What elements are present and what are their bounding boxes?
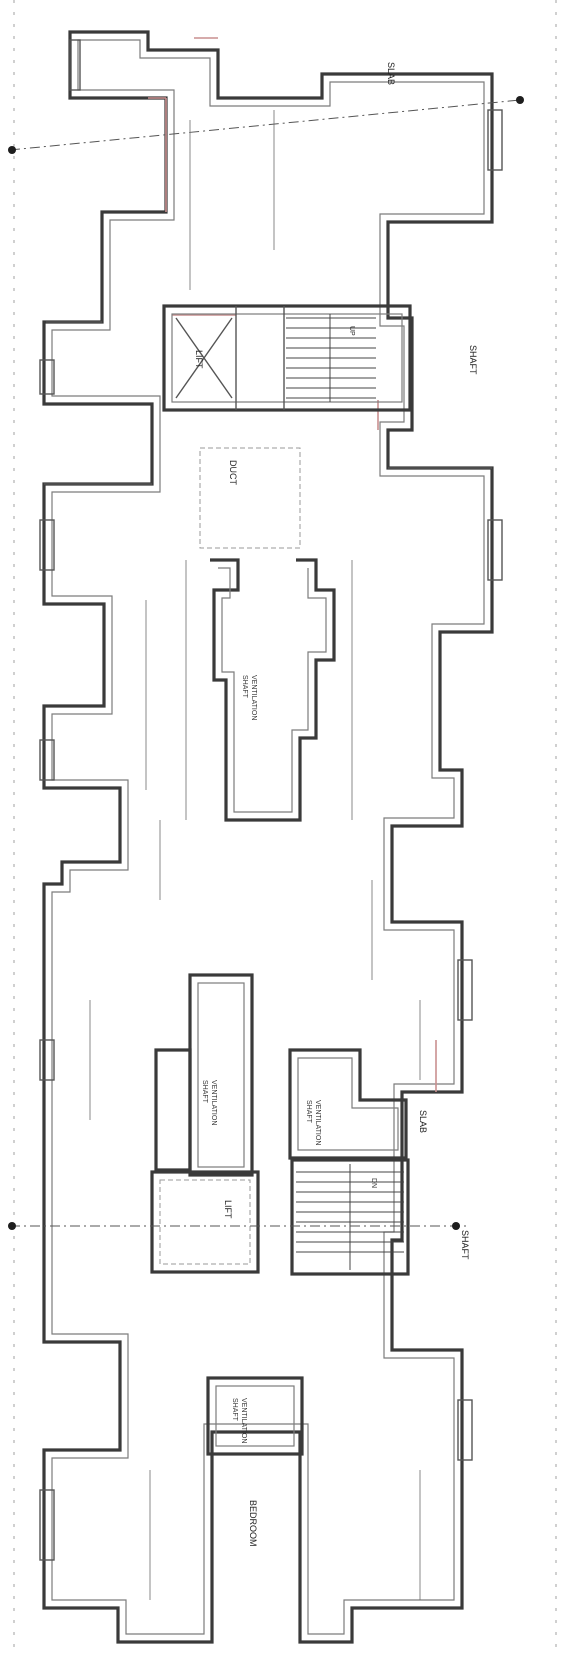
room-label-slab-1: SLAB — [386, 62, 396, 85]
room-label-shaft-2: SHAFT — [460, 1230, 470, 1260]
room-label-ventilation-shaft-2: VENTILATIONSHAFT — [201, 1080, 217, 1125]
window-marks — [39, 39, 503, 1561]
room-label-lift-1: LIFT — [194, 350, 204, 369]
room-labels: BEDROOM SLAB SLAB LIFT LIFT SHAFT SHAFT … — [194, 62, 478, 1547]
dashed-slab — [199, 447, 301, 549]
lower-stair-treads — [296, 1164, 404, 1270]
room-label-ventilation-shaft-1: VENTILATIONSHAFT — [241, 675, 257, 720]
room-label-duct: DUCT — [228, 460, 238, 485]
stair-up-label: UP — [348, 326, 355, 336]
dimension-lines — [44, 110, 492, 1600]
room-label-slab-2: SLAB — [418, 1110, 428, 1133]
central-shafts — [210, 558, 336, 822]
top-stair-treads — [286, 314, 376, 402]
room-label-shaft-1: SHAFT — [468, 345, 478, 375]
room-label-lift-2: LIFT — [223, 1200, 233, 1219]
outer-walls — [42, 30, 494, 1644]
stair-down-label: DN — [370, 1178, 377, 1188]
axis-lines — [8, 96, 524, 1230]
room-label-ventilation-shaft-4: VENTILATIONSHAFT — [231, 1398, 247, 1443]
red-accent-lines — [148, 37, 437, 1092]
stair-labels: UP DN — [348, 326, 377, 1188]
lower-core — [150, 973, 410, 1456]
sheet-edge-marks — [13, 0, 557, 1653]
room-label-bedroom: BEDROOM — [248, 1500, 258, 1547]
room-label-ventilation-shaft-3: VENTILATIONSHAFT — [305, 1100, 321, 1145]
top-core — [162, 304, 412, 412]
